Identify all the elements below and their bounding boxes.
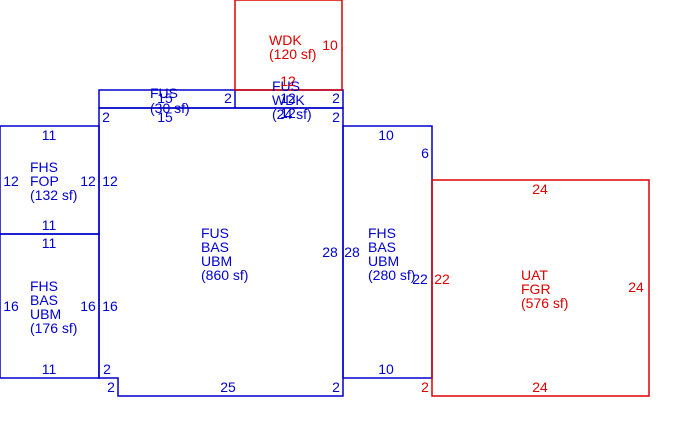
fus-strip-left-label-2: (30 sf) [150, 100, 190, 116]
dim-wdk-bottom: 12 [280, 73, 296, 89]
red-outlines [234, 0, 650, 397]
fus-strip-right-label-1: FUS [272, 78, 300, 94]
dim-uat-right: 24 [628, 279, 644, 295]
dim-fop-top: 11 [42, 127, 57, 143]
dim-strip-left-top: 15 [157, 90, 173, 106]
uat-label-2: FGR [521, 281, 551, 297]
fhs-right-label-3: UBM [368, 253, 399, 269]
dim-uat-bottom: 24 [532, 379, 548, 395]
fhs-fop-label-2: FOP [30, 173, 59, 189]
dim-fhs-right-notch: 6 [421, 145, 429, 161]
dim-wdk-right: 10 [322, 37, 338, 53]
fhs-right-label-2: BAS [368, 239, 396, 255]
dim-strip-right-end: 2 [332, 90, 340, 106]
fhs-left-label-2: BAS [30, 292, 58, 308]
fus-strip-right-label-3: (24 sf) [272, 106, 312, 122]
dim-main-left: 12 [102, 173, 118, 189]
dim-fop-bottom: 11 [42, 217, 57, 233]
fhs-right-label-1: FHS [368, 225, 396, 241]
dim-fhs-right-top: 10 [378, 127, 394, 143]
dim-main-top-left: 2 [102, 109, 110, 125]
dim-fop-left: 12 [3, 173, 19, 189]
fhs-left-label-4: (176 sf) [30, 320, 77, 336]
dim-main-bottom: 25 [220, 379, 236, 395]
dim-strip-right-top: 12 [280, 90, 296, 106]
dim-strip-left-end: 2 [224, 90, 232, 106]
fhs-left-label-3: UBM [30, 306, 61, 322]
fus-strip-left-label-1: FUS [150, 85, 178, 101]
fhs-left-label-1: FHS [30, 278, 58, 294]
dim-strip-left-bottom: 15 [157, 109, 173, 125]
dim-fop-right: 12 [80, 173, 96, 189]
uat-outline [431, 179, 650, 397]
uat-label-1: UAT [521, 267, 548, 283]
fus-strip-right-label-2: WDK [272, 92, 305, 108]
dim-uat-corner: 2 [421, 379, 429, 395]
dim-main-bottom-left: 2 [107, 379, 115, 395]
dim-uat-top: 24 [532, 181, 548, 197]
dim-strip-right-end-lower: 2 [332, 109, 340, 125]
dim-fhs-left-bottom: 11 [42, 361, 57, 377]
dim-fhs-right-left: 28 [344, 244, 360, 260]
fhs-right-label-4: (280 sf) [368, 267, 415, 283]
dim-main-left-lower: 16 [102, 298, 118, 314]
dim-uat-left: 22 [434, 271, 450, 287]
wdk-outline [234, 0, 343, 91]
dim-fhs-right-right: 22 [412, 271, 428, 287]
dim-fhs-left-top: 11 [42, 235, 57, 251]
dim-fhs-left-right: 16 [80, 298, 96, 314]
dim-main-bottom-right: 2 [332, 379, 340, 395]
wdk-label-1: WDK [269, 32, 302, 48]
fhs-fop-label-3: (132 sf) [30, 187, 77, 203]
fhs-fop-label-1: FHS [30, 159, 58, 175]
fhs-left-outline [0, 233, 100, 379]
fus-main-label-3: UBM [201, 253, 232, 269]
fus-main-label-1: FUS [201, 225, 229, 241]
dim-fhs-right-bottom: 10 [378, 361, 394, 377]
fus-main-label-4: (860 sf) [201, 267, 248, 283]
uat-label-3: (576 sf) [521, 295, 568, 311]
wdk-label-2: (120 sf) [269, 46, 316, 62]
dim-fhs-left-left: 16 [3, 298, 19, 314]
dim-main-lower-left-corner: 2 [103, 361, 111, 377]
dim-main-right: 28 [322, 244, 338, 260]
fus-main-label-2: BAS [201, 239, 229, 255]
dim-strip-right-bottom: 12 [280, 105, 296, 121]
